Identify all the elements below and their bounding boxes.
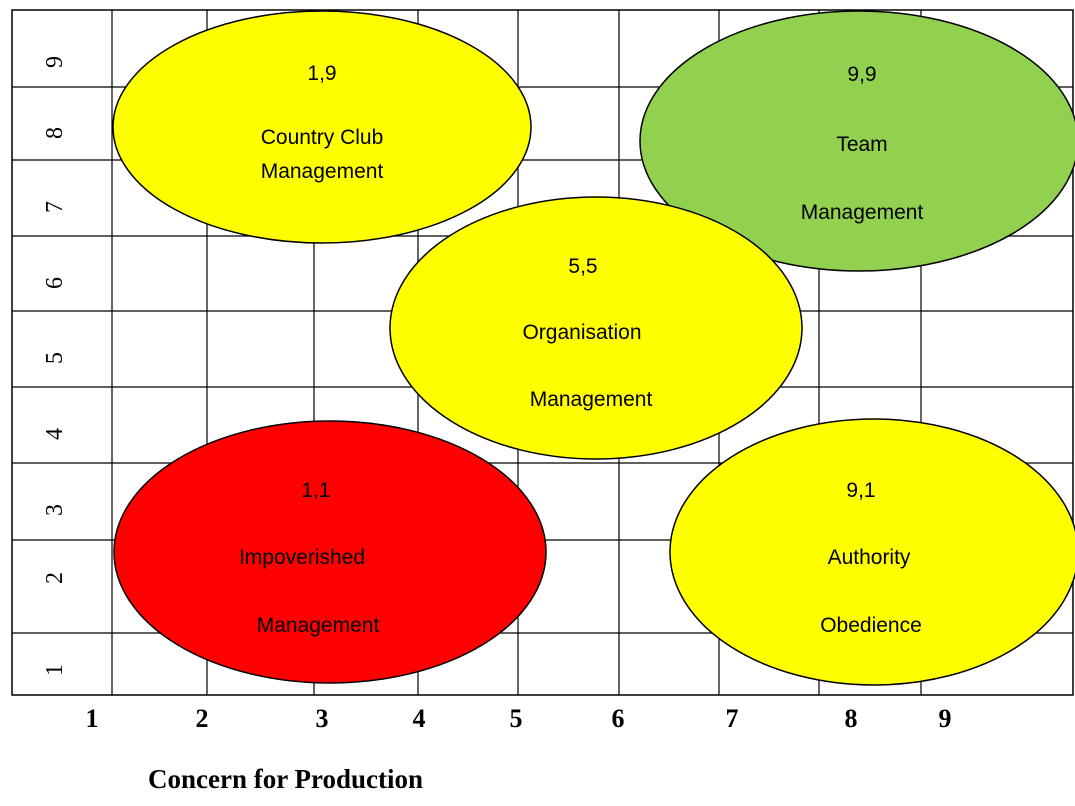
y-tick-8: 8 bbox=[42, 127, 68, 139]
country-club-ellipse bbox=[112, 10, 532, 244]
x-tick-9: 9 bbox=[939, 704, 952, 733]
x-tick-3: 3 bbox=[316, 704, 329, 733]
authority-line-1: Authority bbox=[828, 546, 911, 569]
authority-ellipse bbox=[669, 418, 1075, 686]
x-tick-4: 4 bbox=[413, 704, 426, 733]
x-tick-2: 2 bbox=[196, 704, 209, 733]
x-tick-1: 1 bbox=[86, 704, 99, 733]
y-tick-2: 2 bbox=[42, 572, 68, 584]
x-tick-6: 6 bbox=[612, 704, 625, 733]
country-club-coords: 1,9 bbox=[307, 62, 336, 85]
x-tick-8: 8 bbox=[845, 704, 858, 733]
y-tick-7: 7 bbox=[42, 201, 68, 213]
impoverished-line-1: Impoverished bbox=[239, 546, 365, 569]
style-authority: 9,1 Authority Obedience bbox=[669, 418, 1075, 686]
y-tick-3: 3 bbox=[42, 504, 68, 516]
x-axis-label: Concern for Production bbox=[148, 764, 423, 794]
team-line-2: Management bbox=[801, 201, 924, 224]
style-country-club: 1,9 Country Club Management bbox=[112, 10, 532, 244]
x-tick-7: 7 bbox=[726, 704, 739, 733]
y-tick-1: 1 bbox=[42, 664, 68, 676]
style-team: 9,9 Team Management bbox=[639, 10, 1075, 272]
x-axis-ticks: 1 2 3 4 5 6 7 8 9 bbox=[86, 704, 952, 733]
organisation-ellipse bbox=[389, 196, 803, 460]
y-tick-6: 6 bbox=[42, 277, 68, 289]
organisation-coords: 5,5 bbox=[568, 255, 597, 278]
country-club-line-2: Management bbox=[261, 160, 384, 183]
organisation-line-2: Management bbox=[530, 388, 653, 411]
x-tick-5: 5 bbox=[510, 704, 523, 733]
y-tick-4: 4 bbox=[42, 428, 68, 440]
country-club-line-1: Country Club bbox=[261, 126, 384, 149]
team-coords: 9,9 bbox=[847, 63, 876, 86]
impoverished-line-2: Management bbox=[257, 614, 380, 637]
style-organisation: 5,5 Organisation Management bbox=[389, 196, 803, 460]
style-impoverished: 1,1 Impoverished Management bbox=[113, 420, 547, 684]
team-ellipse bbox=[639, 10, 1075, 272]
impoverished-coords: 1,1 bbox=[301, 479, 330, 502]
organisation-line-1: Organisation bbox=[522, 321, 641, 344]
impoverished-ellipse bbox=[113, 420, 547, 684]
y-tick-9: 9 bbox=[42, 56, 68, 68]
authority-coords: 9,1 bbox=[846, 479, 875, 502]
authority-line-2: Obedience bbox=[820, 614, 922, 637]
y-axis-ticks: 1 2 3 4 5 6 7 8 9 bbox=[42, 56, 68, 676]
y-tick-5: 5 bbox=[42, 352, 68, 364]
team-line-1: Team bbox=[836, 133, 887, 156]
